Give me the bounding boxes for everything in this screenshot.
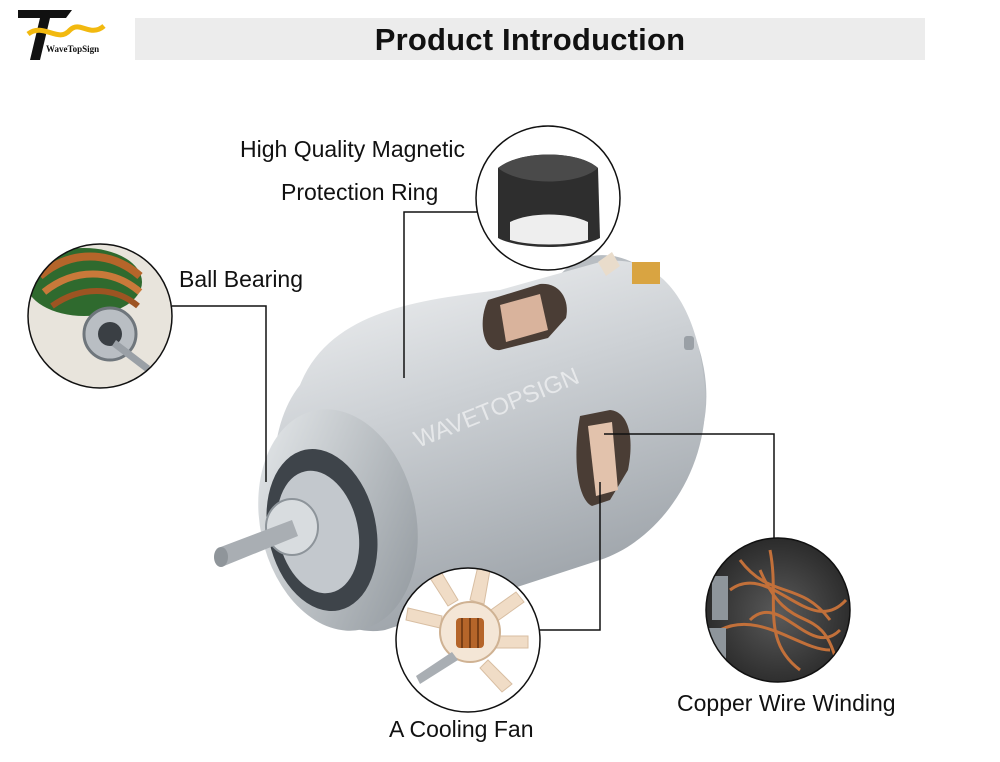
- motor-photo-icon: WAVETOPSIGN: [214, 252, 707, 632]
- copper-winding-inset-icon: [705, 537, 851, 683]
- callout-line-fan: [538, 482, 601, 631]
- label-magnetic-line1: High Quality Magnetic: [240, 136, 465, 162]
- logo-mark-icon: [18, 10, 106, 60]
- cooling-fan-inset-icon: [395, 567, 541, 713]
- label-copper-winding: Copper Wire Winding: [677, 690, 896, 716]
- logo-text: WaveTopSign: [46, 44, 100, 54]
- page-title: Product Introduction: [374, 22, 686, 57]
- brand-logo: WaveTopSign: [14, 4, 114, 64]
- magnet-ring-inset-icon: [475, 125, 621, 271]
- callout-line-magnetic: [403, 211, 478, 378]
- callout-lines: [172, 211, 775, 631]
- callout-line-bearing: [172, 305, 267, 482]
- ball-bearing-inset-icon: [27, 243, 173, 389]
- label-magnetic-line2: Protection Ring: [281, 179, 439, 205]
- callout-line-copper: [604, 433, 775, 538]
- title-bar: Product Introduction: [135, 18, 925, 60]
- label-cooling-fan: A Cooling Fan: [389, 716, 534, 742]
- label-ball-bearing: Ball Bearing: [179, 266, 304, 292]
